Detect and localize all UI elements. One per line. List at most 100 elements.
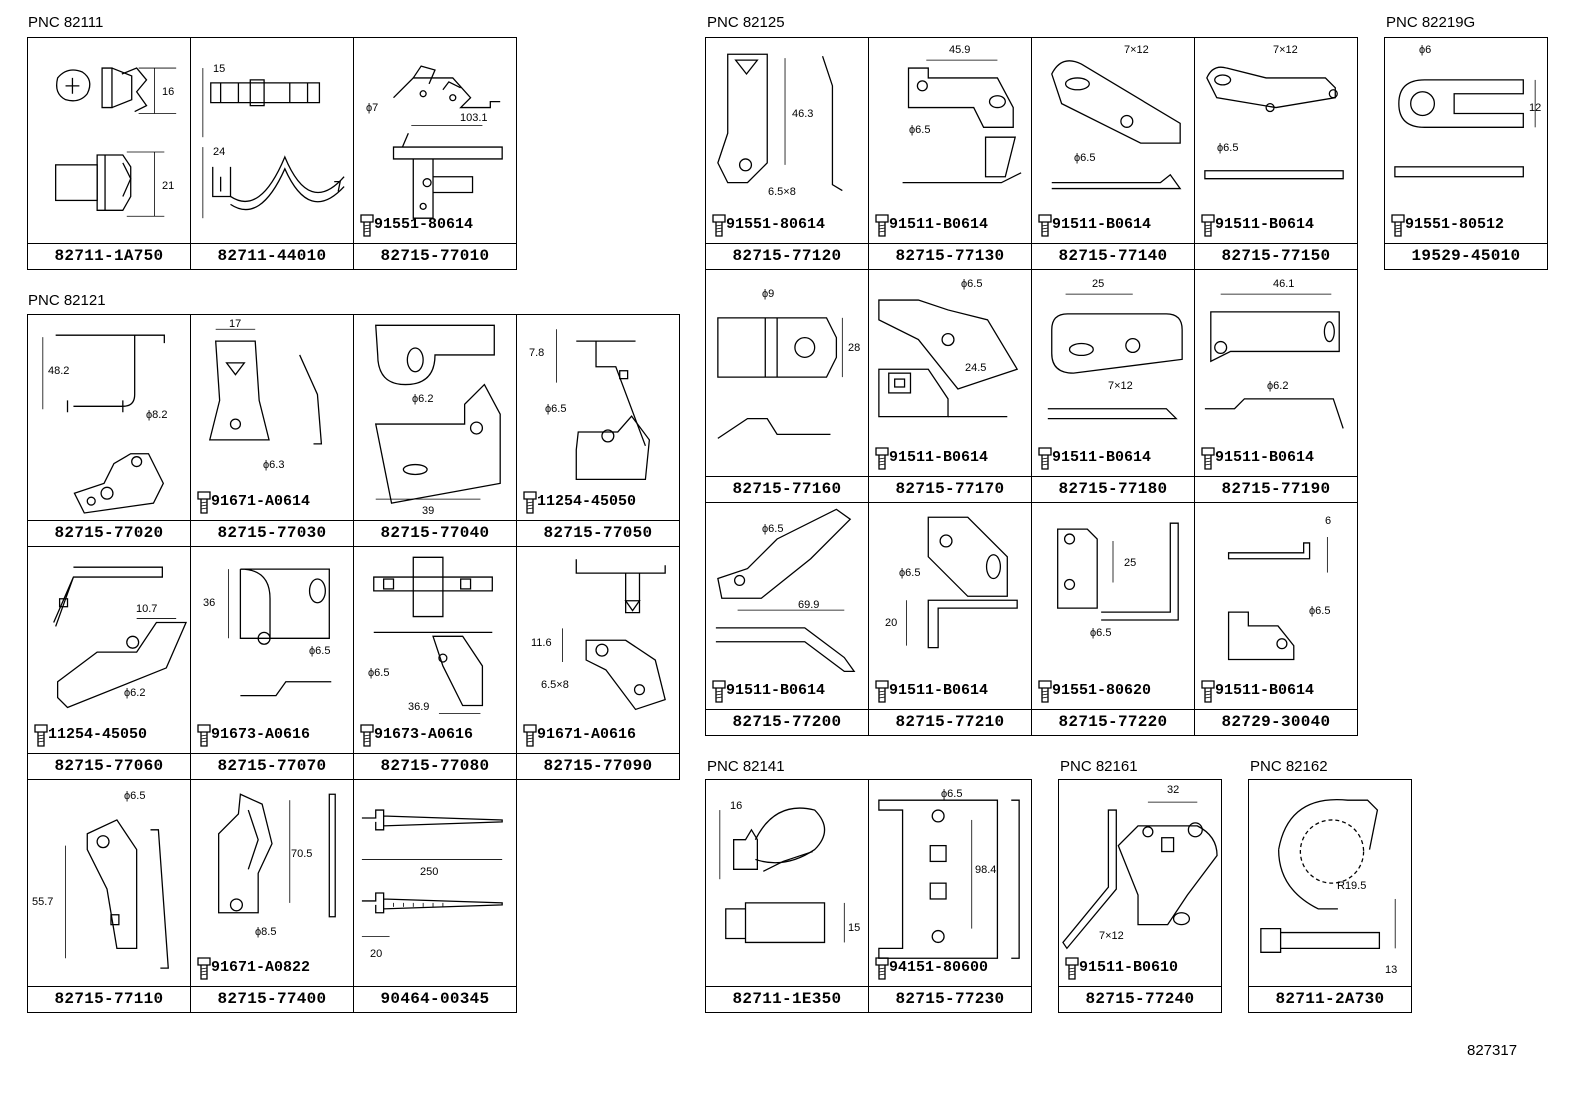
dim-label: 21	[162, 180, 175, 192]
bracket-drawing	[42, 334, 165, 514]
dim-label: ϕ6.5	[1217, 142, 1239, 154]
bolt-icon	[34, 724, 48, 747]
bolt-icon	[712, 214, 726, 237]
part-cell-82715-77160[interactable]: ϕ9 28 82715-77160	[705, 269, 869, 503]
bolt-callout: 91671-A0822	[197, 956, 351, 980]
part-number: 82715-77060	[28, 753, 190, 779]
dim-label: 36.9	[408, 701, 430, 713]
dim-label: ϕ6.2	[412, 393, 434, 405]
part-number: 82715-77040	[354, 520, 516, 546]
part-cell-82715-77030[interactable]: 17 ϕ6.3 91671-A0614 82715-77030	[190, 314, 354, 547]
part-cell-82711-44010[interactable]: 15 24 82711-44010	[190, 37, 354, 270]
bracket-drawing	[65, 819, 169, 969]
bracket-drawing	[392, 65, 503, 219]
part-cell-82715-77230[interactable]: ϕ6.5 98.4 94151-80600 82715-77230	[868, 779, 1032, 1013]
part-number: 82715-77140	[1032, 243, 1194, 269]
part-cell-82711-1e350[interactable]: 16 15 82711-1E350	[705, 779, 869, 1013]
dim-label: 15	[848, 922, 861, 934]
bolt-callout: 94151-80600	[875, 956, 1029, 980]
dim-label: 15	[213, 63, 226, 75]
part-cell-82715-77400[interactable]: 70.5 ϕ8.5 91671-A0822 82715-77400	[190, 779, 354, 1013]
bracket-drawing	[715, 508, 856, 672]
bolt-part-number: 91511-B0614	[726, 682, 826, 699]
part-cell-82715-77120[interactable]: 46.3 6.5×8 91551-80614 82715-77120	[705, 37, 869, 270]
part-cell-82715-77210[interactable]: ϕ6.5 20 91511-B0614 82715-77210	[868, 502, 1032, 736]
bolt-icon	[875, 957, 889, 980]
part-cell-82715-77180[interactable]: 25 7×12 91511-B0614 82715-77180	[1031, 269, 1195, 503]
part-number: 82715-77180	[1032, 476, 1194, 502]
part-cell-82711-1a750[interactable]: 16 21 82711-1A750	[27, 37, 191, 270]
dim-label: 25	[1092, 278, 1105, 290]
part-number: 82711-2A730	[1249, 986, 1411, 1012]
dim-label: 250	[420, 866, 439, 878]
part-cell-82715-77240[interactable]: 32 7×12 91511-B0610 82715-77240	[1058, 779, 1222, 1013]
dim-label: 7×12	[1273, 44, 1298, 56]
bracket-drawing	[1051, 60, 1182, 190]
bolt-part-number: 11254-45050	[48, 726, 148, 743]
part-cell-82715-77020[interactable]: 48.2 ϕ8.2 82715-77020	[27, 314, 191, 547]
part-cell-82715-77090[interactable]: 11.6 6.5×8 91671-A0616 82715-77090	[516, 546, 680, 780]
part-cell-82715-77190[interactable]: 46.1 ϕ6.2 91511-B0614 82715-77190	[1194, 269, 1358, 503]
bolt-icon	[523, 724, 537, 747]
bolt-icon	[360, 214, 374, 237]
part-cell-82715-77140[interactable]: 7×12 ϕ6.5 91511-B0614 82715-77140	[1031, 37, 1195, 270]
bolt-callout: 91511-B0614	[875, 213, 1029, 237]
bracket-drawing	[562, 559, 666, 711]
part-cell-82711-2a730[interactable]: R19.5 13 82711-2A730	[1248, 779, 1412, 1013]
part-cell-19529-45010[interactable]: ϕ6 12 91551-80512 19529-45010	[1384, 37, 1548, 270]
bracket-drawing	[373, 556, 493, 714]
part-number: 82715-77050	[517, 520, 679, 546]
bracket-drawing	[878, 299, 1019, 418]
bracket-drawing	[556, 329, 651, 481]
part-number: 82715-77400	[191, 986, 353, 1012]
part-cell-82715-77150[interactable]: 7×12 ϕ6.5 91511-B0614 82715-77150	[1194, 37, 1358, 270]
part-cell-82715-77070[interactable]: 36 ϕ6.5 91673-A0616 82715-77070	[190, 546, 354, 780]
dim-label: ϕ6.5	[309, 645, 331, 657]
bolt-part-number: 91511-B0614	[1215, 682, 1315, 699]
part-cell-82715-77110[interactable]: ϕ6.5 55.7 82715-77110	[27, 779, 191, 1013]
bolt-part-number: 91673-A0616	[374, 726, 474, 743]
dim-label: 25	[1124, 557, 1137, 569]
bracket-drawing	[1062, 801, 1218, 950]
bolt-part-number: 91511-B0614	[1215, 449, 1315, 466]
part-cell-82729-30040[interactable]: 6 ϕ6.5 91511-B0614 82729-30040	[1194, 502, 1358, 736]
bolt-icon	[1038, 214, 1052, 237]
dim-label: 39	[422, 505, 435, 517]
dim-label: 103.1	[460, 112, 488, 124]
part-cell-82715-77080[interactable]: ϕ6.5 36.9 91673-A0616 82715-77080	[353, 546, 517, 780]
part-cell-82715-77200[interactable]: ϕ6.5 69.9 91511-B0614 82715-77200	[705, 502, 869, 736]
dim-label: ϕ7	[366, 102, 379, 114]
part-number: 82715-77020	[28, 520, 190, 546]
part-number: 82715-77170	[869, 476, 1031, 502]
bolt-icon	[1038, 680, 1052, 703]
part-cell-82715-77060[interactable]: 10.7 ϕ6.2 11254-45050 82715-77060	[27, 546, 191, 780]
part-cell-82715-77010[interactable]: ϕ7 103.1 91551-80614 82715-77010	[353, 37, 517, 270]
bolt-part-number: 91671-A0822	[211, 959, 311, 976]
dim-label: R19.5	[1337, 880, 1367, 892]
part-cell-82715-77040[interactable]: ϕ6.2 39 82715-77040	[353, 314, 517, 547]
part-number: 82715-77120	[706, 243, 868, 269]
bolt-callout: 91511-B0614	[1201, 213, 1355, 237]
bolt-icon	[1201, 447, 1215, 470]
dim-label: ϕ8.2	[146, 409, 168, 421]
bolt-part-number: 91511-B0614	[889, 682, 989, 699]
bolt-icon	[1201, 214, 1215, 237]
part-number: 82715-77090	[517, 753, 679, 779]
part-cell-82715-77170[interactable]: ϕ6.5 24.5 91511-B0614 82715-77170	[868, 269, 1032, 503]
bracket-drawing	[717, 53, 843, 192]
bolt-part-number: 91671-A0614	[211, 493, 311, 510]
part-cell-90464-00345[interactable]: 250 20 90464-00345	[353, 779, 517, 1013]
bolt-part-number: 91551-80614	[726, 216, 826, 233]
dim-label: ϕ6.5	[961, 278, 983, 290]
part-cell-82715-77050[interactable]: 7.8 ϕ6.5 11254-45050 82715-77050	[516, 314, 680, 547]
dim-label: 98.4	[975, 864, 997, 876]
part-number: 82715-77240	[1059, 986, 1221, 1012]
illustration-reference-number: 827317	[1467, 1042, 1518, 1059]
bolt-callout: 91511-B0614	[712, 679, 866, 703]
bolt-callout: 91511-B0614	[1201, 679, 1355, 703]
bolt-part-number: 91511-B0614	[889, 216, 989, 233]
part-cell-82715-77220[interactable]: 25 ϕ6.5 91551-80620 82715-77220	[1031, 502, 1195, 736]
part-number: 82715-77010	[354, 243, 516, 269]
dim-label: ϕ6.3	[263, 459, 285, 471]
part-cell-82715-77130[interactable]: 45.9 ϕ6.5 91511-B0614 82715-77130	[868, 37, 1032, 270]
